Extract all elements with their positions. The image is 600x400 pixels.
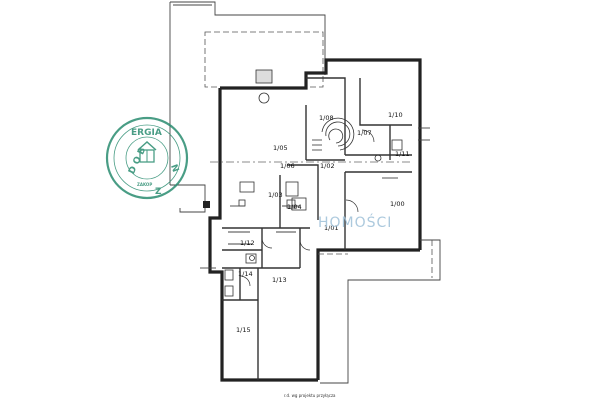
room-label-110: 1/10 xyxy=(388,111,403,119)
doors xyxy=(239,129,375,287)
dimension-marks xyxy=(200,127,430,269)
room-label-108: 1/08 xyxy=(319,114,334,122)
terrace-outline xyxy=(169,1,326,185)
room-label-112: 1/12 xyxy=(240,239,255,247)
bottom-note: r.d. wg projektu przyłącza xyxy=(284,393,336,398)
room-label-103: 1/03 xyxy=(268,191,283,199)
fixtures xyxy=(224,69,403,297)
side-terrace-outline xyxy=(170,184,210,213)
room-label-111: 1/11 xyxy=(395,150,410,158)
room-label-106: 1/06 xyxy=(280,162,295,170)
stamp-letter-z: Z xyxy=(155,187,162,197)
watermark-text: HOMOŚCI xyxy=(318,213,392,231)
right-terrace-outline xyxy=(210,161,441,384)
stamp-top-word: ERGIA xyxy=(131,128,162,138)
room-label-114: 1/14 xyxy=(238,270,253,278)
room-label-100: 1/00 xyxy=(390,200,405,208)
room-label-107: 1/07 xyxy=(357,129,372,137)
room-label-104: 1/04 xyxy=(287,203,302,211)
room-label-105: 1/05 xyxy=(273,144,288,152)
company-stamp: ERGIA D O B Z N ZAKOP xyxy=(105,116,189,200)
room-label-101: 1/01 xyxy=(324,224,339,232)
stamp-letter-n: N xyxy=(168,163,180,174)
room-label-102: 1/02 xyxy=(320,162,335,170)
stamp-emblem-icon xyxy=(137,140,157,163)
exterior-walls xyxy=(208,58,422,382)
room-label-113: 1/13 xyxy=(272,276,287,284)
stamp-center-text: ZAKOP xyxy=(137,182,152,187)
room-labels: 1/05 1/06 1/02 1/03 1/04 1/01 1/00 1/08 … xyxy=(236,111,410,334)
room-label-115: 1/15 xyxy=(236,326,251,334)
